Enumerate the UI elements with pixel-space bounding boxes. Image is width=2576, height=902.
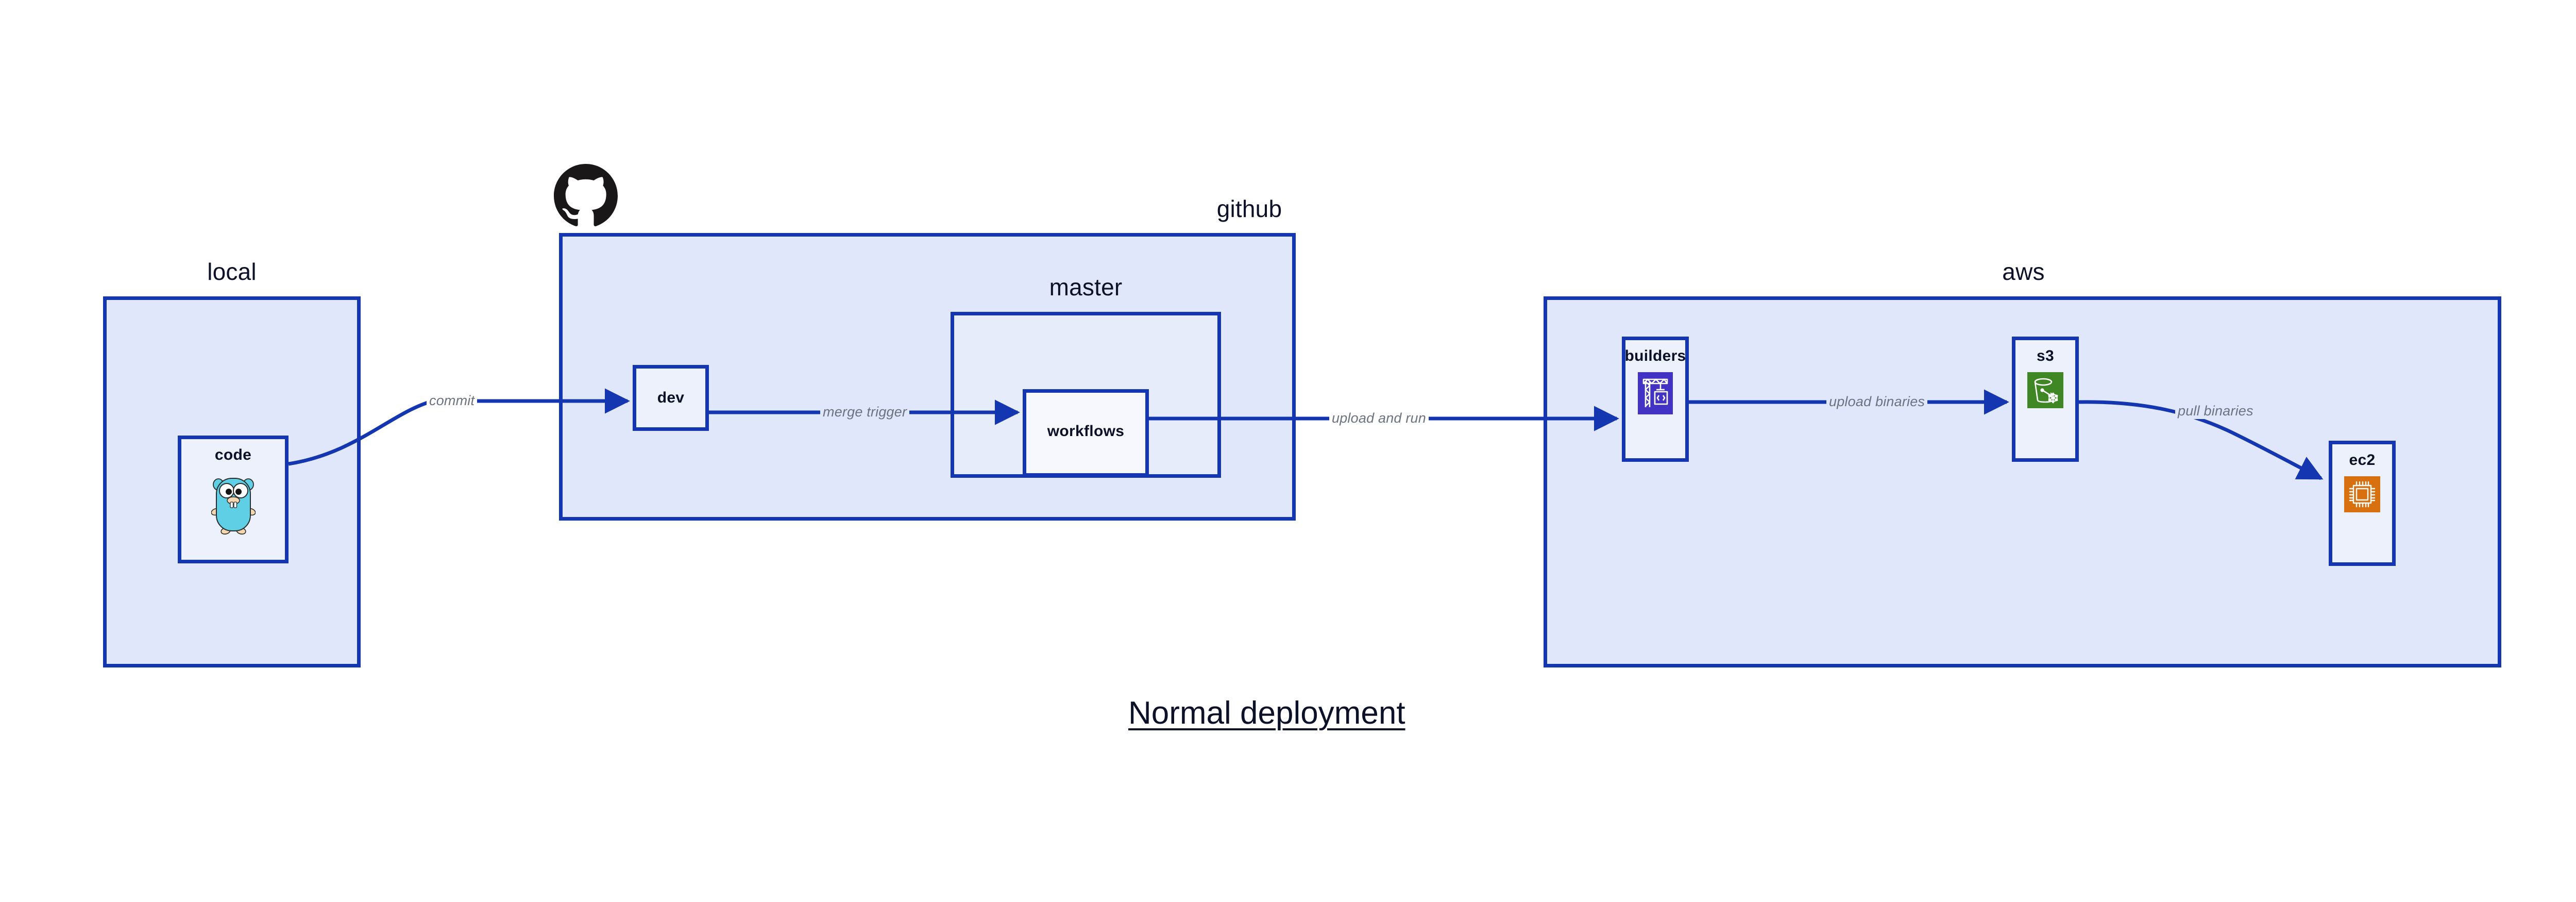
node-label-ec2: ec2 bbox=[2349, 452, 2376, 469]
edge-label-upload-and-run: upload and run bbox=[1329, 410, 1429, 426]
edge-label-pull-binaries: pull binaries bbox=[2175, 403, 2256, 419]
aws-codebuild-icon bbox=[1638, 372, 1673, 417]
cluster-label-local: local bbox=[207, 258, 257, 285]
node-label-code: code bbox=[214, 446, 252, 463]
edge-label-merge-trigger: merge trigger bbox=[820, 404, 910, 420]
github-octocat-logo bbox=[554, 164, 618, 230]
aws-s3-bucket-icon bbox=[2027, 372, 2063, 411]
cluster-label-github: github bbox=[1216, 195, 1282, 222]
go-gopher-icon bbox=[210, 471, 256, 538]
edge-label-upload-binaries: upload binaries bbox=[1826, 394, 1928, 410]
node-code[interactable]: code bbox=[178, 436, 289, 563]
node-dev[interactable]: dev bbox=[633, 365, 709, 431]
node-builders[interactable]: builders bbox=[1622, 337, 1689, 462]
node-label-dev: dev bbox=[657, 389, 685, 406]
aws-ec2-chip-icon bbox=[2344, 476, 2380, 515]
node-s3[interactable]: s3 bbox=[2012, 337, 2079, 462]
node-label-s3: s3 bbox=[2037, 347, 2054, 364]
node-label-builders: builders bbox=[1624, 347, 1686, 364]
node-ec2[interactable]: ec2 bbox=[2329, 441, 2396, 566]
node-workflows[interactable]: workflows bbox=[1023, 389, 1149, 477]
node-label-workflows: workflows bbox=[1047, 423, 1125, 440]
cluster-label-master: master bbox=[1049, 274, 1123, 300]
cluster-label-aws: aws bbox=[2002, 258, 2045, 285]
edge-label-commit: commit bbox=[427, 393, 478, 409]
diagram-title: Normal deployment bbox=[1128, 695, 1405, 731]
